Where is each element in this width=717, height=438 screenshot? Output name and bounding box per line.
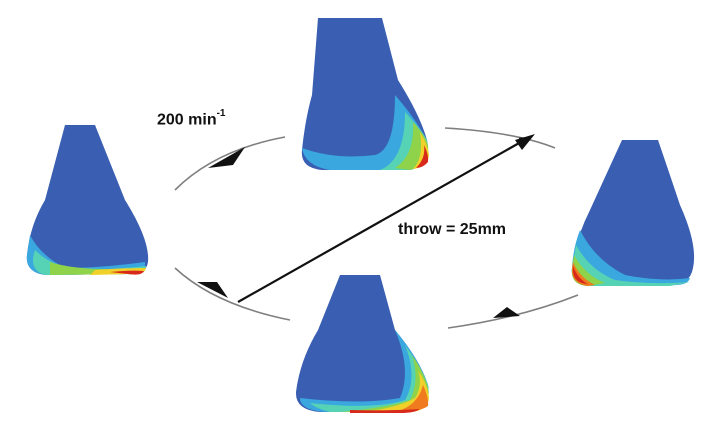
tool-shape-bottom bbox=[295, 275, 429, 413]
rotation-speed-label: 200 min-1 bbox=[157, 108, 226, 129]
tool-shape-top bbox=[301, 18, 429, 170]
orbit-arc-top-left bbox=[174, 136, 286, 191]
tool-shape-right bbox=[571, 140, 695, 286]
rotation-arrow-icon bbox=[197, 282, 228, 298]
rotation-speed-exponent: -1 bbox=[216, 108, 226, 119]
orbit-arc-top-right bbox=[444, 127, 556, 149]
tool-shape-left bbox=[26, 125, 149, 275]
rotation-speed-value: 200 min bbox=[157, 111, 217, 129]
rotation-arrow-icon bbox=[208, 147, 245, 168]
rotation-arrow-icon bbox=[493, 307, 520, 318]
throw-label: throw = 25mm bbox=[398, 221, 507, 238]
orbit-arc-bottom-left bbox=[174, 267, 291, 321]
throw-vector-arrow bbox=[237, 137, 530, 303]
